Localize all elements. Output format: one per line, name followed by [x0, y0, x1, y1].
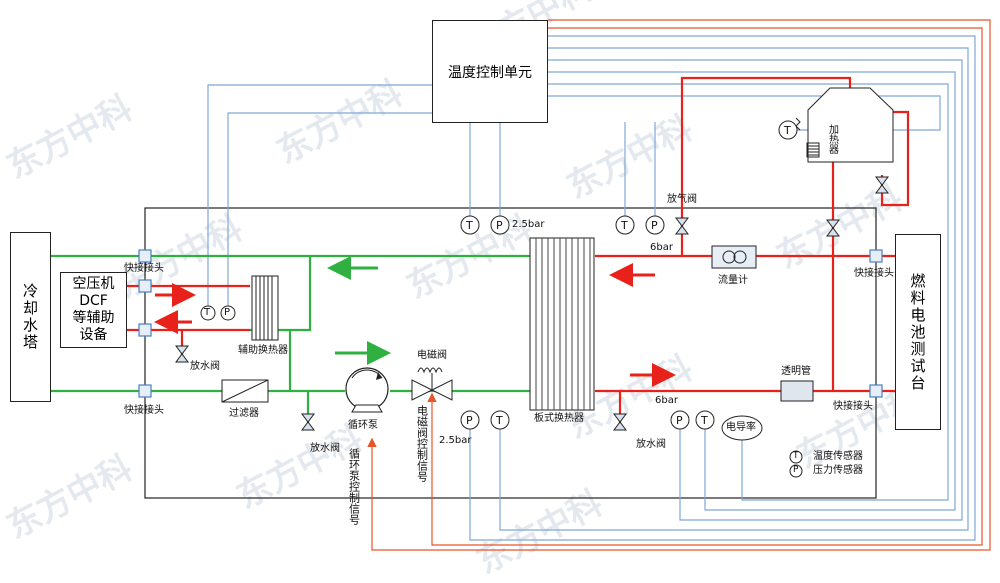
legend-temperature-sensor: 温度传感器	[813, 451, 863, 462]
aux-equipment-line4: 设备	[79, 326, 108, 343]
solenoid-valve-label: 电磁阀	[417, 350, 447, 361]
pressure-6bar-bottom: 6bar	[655, 395, 678, 406]
temp-sensor-bottom-left: T	[496, 414, 503, 427]
sight-tube-label: 透明管	[781, 366, 811, 377]
cold-water-lines	[51, 254, 530, 430]
aux-equipment-line1: 空压机	[72, 276, 115, 293]
aux-equipment-line3: 等辅助	[72, 310, 115, 326]
temp-sensor-heater: T	[784, 124, 791, 137]
filter-label: 过滤器	[229, 408, 259, 419]
plate-heat-exchanger-shape	[529, 237, 595, 411]
valve-shapes	[175, 176, 889, 431]
temp-sensor-bottom-right: T	[701, 414, 708, 427]
pump-control-signal-label: 循环泵控制信号	[347, 448, 361, 525]
legend-pressure-sensor: 压力传感器	[813, 465, 863, 476]
quick-connector-label-top-right: 快接接头	[854, 268, 894, 279]
pipeline-svg	[51, 19, 991, 551]
drain-valve-label-middle: 放水阀	[310, 443, 340, 454]
filter-shape	[221, 379, 269, 403]
pressure-sensor-top-right: P	[651, 219, 658, 232]
vent-valve-label: 放气阀	[667, 194, 697, 205]
conductivity-label: 电导率	[726, 422, 756, 433]
heater-tank-shape	[795, 87, 894, 163]
aux-equipment[interactable]: 空压机 DCF 等辅助 设备	[60, 272, 127, 348]
quick-connector-label-top-left: 快接接头	[124, 263, 164, 274]
flow-meter-shape	[711, 245, 757, 269]
temp-sensor-aux: T	[204, 307, 211, 318]
drain-valve-label-left: 放水阀	[190, 361, 220, 372]
sensor-circles	[200, 120, 803, 478]
pressure-2-5bar-bottom: 2.5bar	[439, 435, 472, 446]
quick-connector-shapes	[138, 249, 883, 398]
conductivity-shape	[721, 415, 763, 441]
pressure-sensor-aux: P	[224, 307, 231, 318]
cooling-tower[interactable]: 冷却水塔	[10, 232, 51, 402]
pressure-2-5bar-top: 2.5bar	[512, 219, 545, 230]
hot-flow-arrows	[154, 263, 676, 387]
heater-label: 加热器	[826, 124, 838, 154]
temp-sensor-top-left: T	[466, 219, 473, 232]
legend-pressure-symbol: P	[793, 465, 799, 475]
legend-temp-symbol: T	[793, 451, 799, 461]
pressure-6bar-top: 6bar	[650, 242, 673, 253]
flow-meter-label: 流量计	[718, 275, 748, 286]
solenoid-control-signal-label: 电磁阀控制信号	[415, 405, 429, 482]
cold-flow-arrows	[327, 256, 391, 365]
temperature-control-unit-label: 温度控制单元	[448, 64, 532, 81]
quick-connector-label-bottom-left: 快接接头	[124, 405, 164, 416]
pressure-sensor-bottom-right: P	[676, 414, 683, 427]
cooling-tower-label: 冷却水塔	[21, 283, 39, 351]
aux-equipment-line2: DCF	[79, 293, 108, 310]
temperature-control-signal-lines	[207, 35, 976, 541]
aux-heat-exchanger-shape	[251, 275, 279, 341]
plate-heat-exchanger-label: 板式换热器	[534, 413, 584, 424]
temperature-control-unit[interactable]: 温度控制单元	[432, 20, 548, 123]
drain-valve-label-right: 放水阀	[636, 439, 666, 450]
circulation-pump-label: 循环泵	[348, 420, 378, 431]
pressure-sensor-top-left: P	[496, 219, 503, 232]
temp-sensor-top-right: T	[621, 219, 628, 232]
control-signal-lines	[367, 19, 991, 551]
solenoid-valve-shape	[411, 367, 453, 401]
fuel-cell-test-bench[interactable]: 燃料电池测试台	[895, 234, 941, 430]
fuel-cell-test-bench-label: 燃料电池测试台	[908, 272, 927, 392]
sight-tube-shape	[780, 380, 814, 402]
aux-heat-exchanger-label: 辅助换热器	[238, 345, 288, 356]
pressure-sensor-bottom-left: P	[466, 414, 473, 427]
main-enclosure	[144, 207, 877, 499]
circulation-pump-shape	[345, 367, 389, 413]
quick-connector-label-bottom-right: 快接接头	[833, 401, 873, 412]
